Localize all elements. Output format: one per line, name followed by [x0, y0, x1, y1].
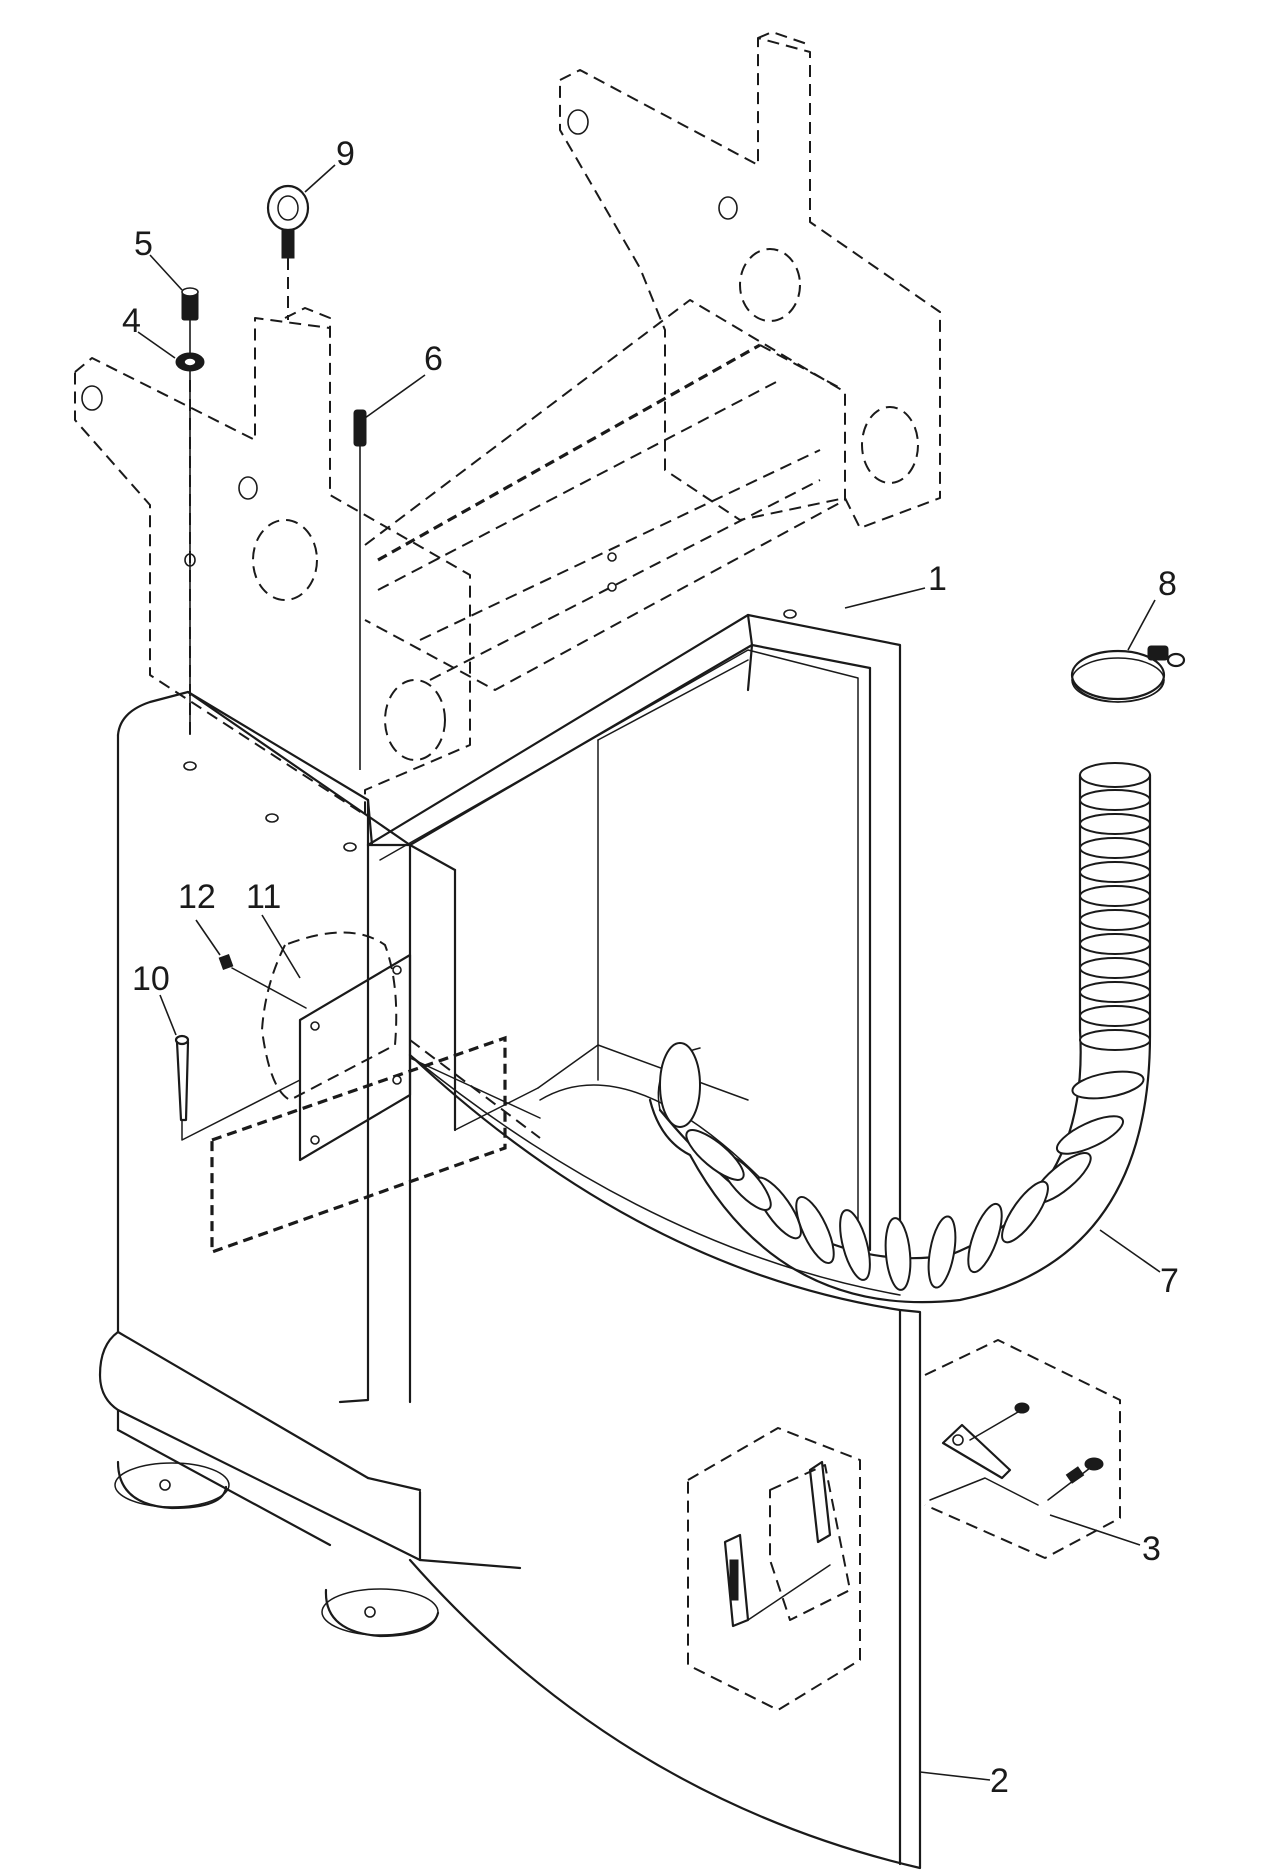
eye-bolt: [266, 184, 310, 320]
base-cabinet: [98, 609, 902, 1638]
hose-rib: [685, 1129, 745, 1181]
set-screw: [353, 409, 367, 770]
leader-lines: [137, 164, 1161, 1781]
bracket-kit: [924, 1339, 1121, 1559]
hose-rib: [839, 1209, 871, 1281]
hose-rib: [1079, 813, 1151, 835]
callout-7: 7: [1160, 1262, 1179, 1300]
callout-5: 5: [134, 225, 153, 263]
hose-rib: [1001, 1180, 1049, 1244]
callout-10: 10: [132, 960, 170, 998]
upper-head-assembly: [74, 31, 941, 816]
callout-9: 9: [336, 135, 355, 173]
hose-rib: [1079, 837, 1151, 859]
hose-rib: [1079, 957, 1151, 979]
hose-clamp: [1070, 645, 1186, 703]
pin: [174, 1034, 301, 1141]
hose-rib: [1055, 1115, 1125, 1155]
hose-rib: [884, 1217, 912, 1291]
hose-rib: [1079, 885, 1151, 907]
callout-3: 3: [1142, 1530, 1161, 1568]
callout-4: 4: [122, 302, 141, 340]
hose-rib: [1079, 909, 1151, 931]
hose-rib: [1079, 861, 1151, 883]
callout-12: 12: [178, 878, 216, 916]
hose-rib: [1079, 981, 1151, 1003]
hose-rib: [1079, 933, 1151, 955]
callout-2: 2: [990, 1762, 1009, 1800]
cap-screw: [181, 287, 199, 735]
hose-rib: [927, 1215, 957, 1289]
callout-1: 1: [928, 560, 947, 598]
callout-6: 6: [424, 340, 443, 378]
small-screw: [218, 954, 307, 1009]
hose-rib: [967, 1202, 1003, 1274]
washer: [175, 352, 205, 372]
flex-hose: [648, 762, 1152, 1304]
callout-11: 11: [246, 878, 281, 916]
callout-8: 8: [1158, 565, 1177, 603]
cover-plate: [261, 931, 398, 1101]
hose-rib: [1079, 789, 1151, 811]
hose-rib: [795, 1195, 835, 1265]
cabinet-door: [408, 1053, 922, 1870]
hose-rib: [1071, 1070, 1145, 1100]
hose-rib: [1079, 1005, 1151, 1027]
hose-rib: [1079, 1029, 1151, 1051]
callout-labels: 1 2 3 4 5 6 7 8 9 10 11 12: [122, 135, 1179, 1800]
